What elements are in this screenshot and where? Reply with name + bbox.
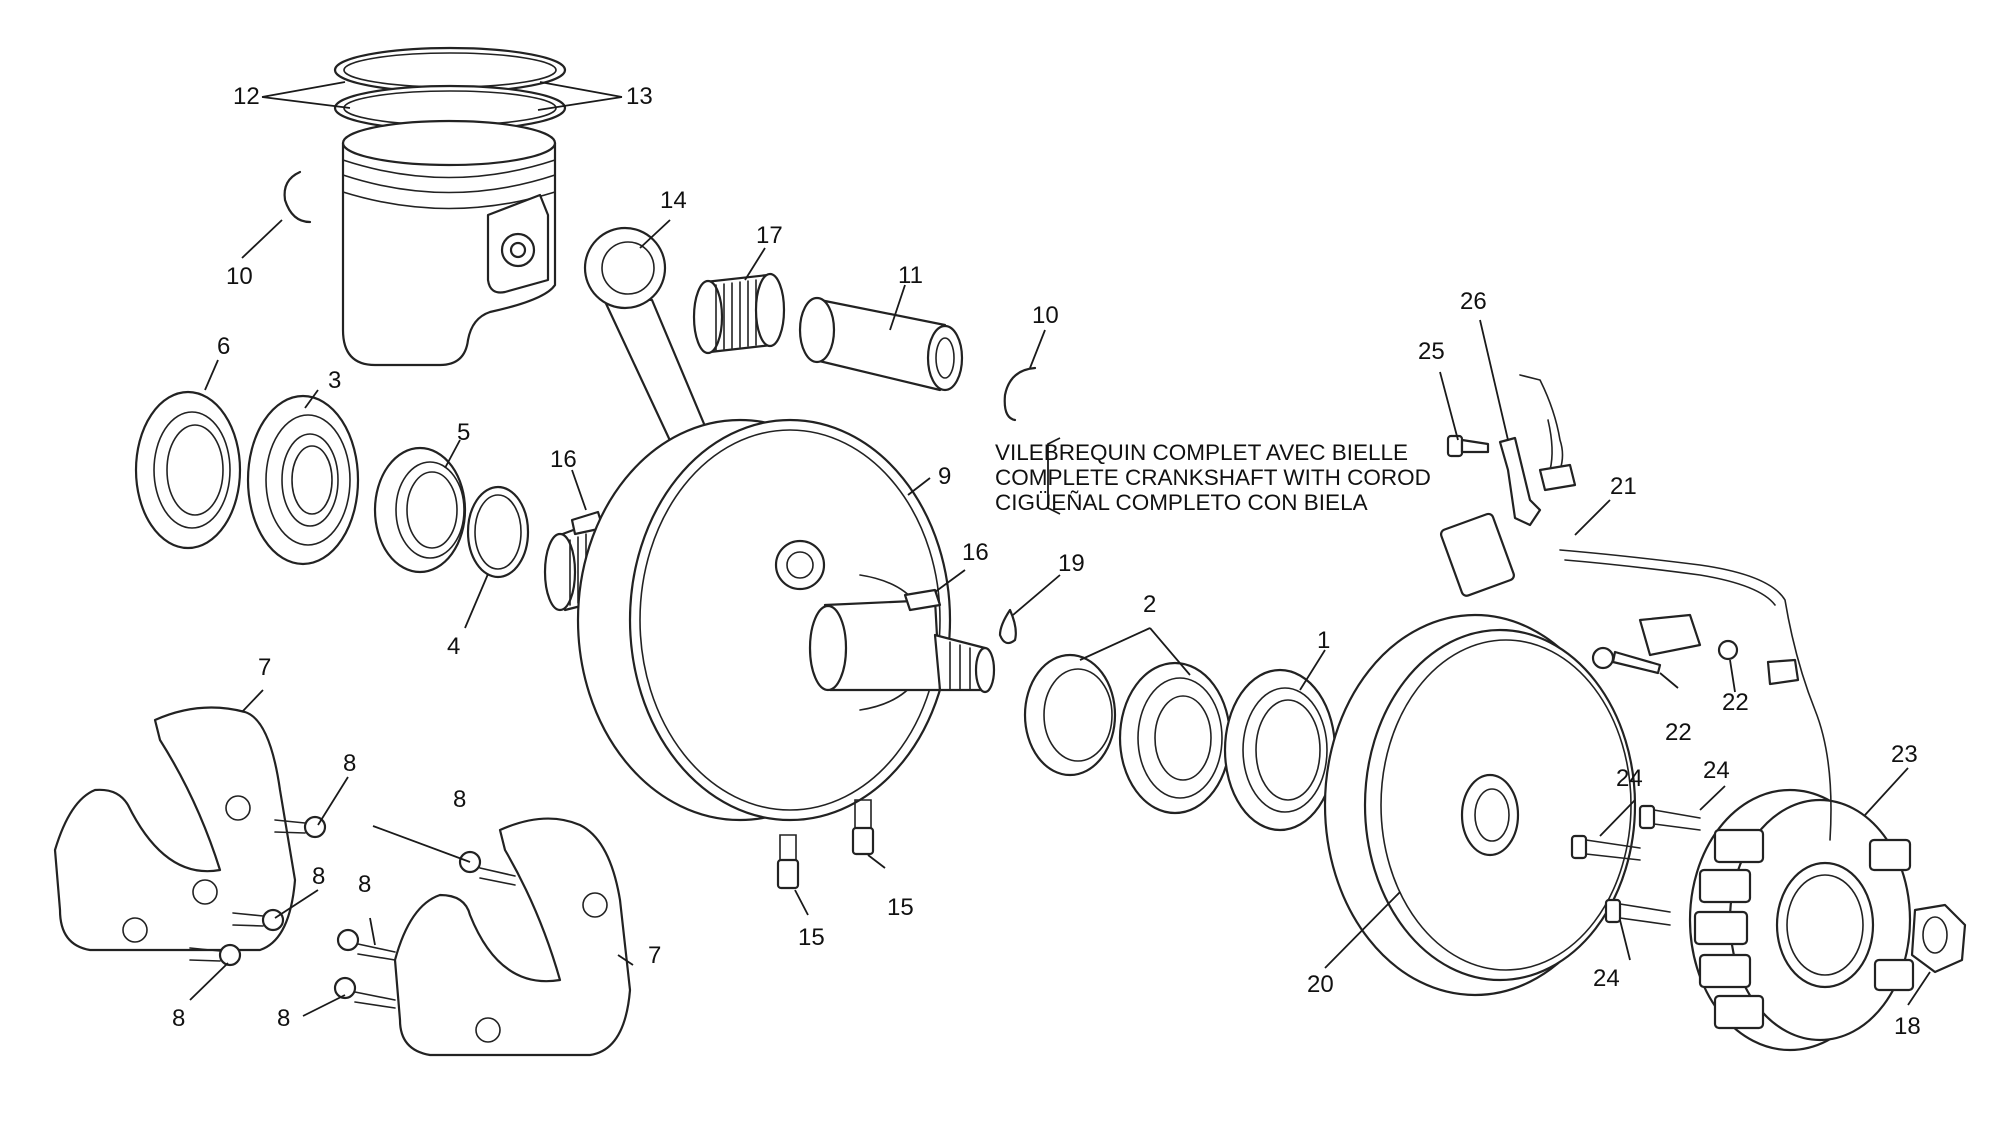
callout-12: 12 xyxy=(233,83,260,110)
callout-8-b: 8 xyxy=(312,863,325,890)
callout-16-left: 16 xyxy=(550,446,577,473)
rotor-flywheel-20 xyxy=(1323,613,1637,997)
screws-22 xyxy=(1591,639,1739,675)
callout-18: 18 xyxy=(1894,1013,1921,1040)
callout-numbers: 12 13 10 6 3 5 4 7 8 8 8 8 8 8 7 16 14 1… xyxy=(172,83,1921,1040)
callout-5: 5 xyxy=(457,419,470,446)
callout-24-c: 24 xyxy=(1593,965,1620,992)
nut-18 xyxy=(1910,903,1967,974)
bolts-24 xyxy=(1570,804,1701,926)
callout-24-a: 24 xyxy=(1616,765,1643,792)
callout-25: 25 xyxy=(1418,338,1445,365)
callout-8-c: 8 xyxy=(172,1005,185,1032)
callout-22-b: 22 xyxy=(1722,689,1749,716)
seal-1 xyxy=(1223,668,1337,832)
callout-15-b: 15 xyxy=(887,894,914,921)
needle-bearing-17 xyxy=(692,272,786,355)
counterweight-right xyxy=(393,817,632,1057)
seal-6 xyxy=(134,390,242,550)
screw-25 xyxy=(1446,434,1490,458)
callout-4: 4 xyxy=(447,633,460,660)
bolts-8 xyxy=(189,815,516,1009)
note-line-en: COMPLETE CRANKSHAFT WITH COROD xyxy=(995,465,1431,490)
callout-7-right: 7 xyxy=(648,942,661,969)
callout-15-a: 15 xyxy=(798,924,825,951)
callout-19: 19 xyxy=(1058,550,1085,577)
callout-22-a: 22 xyxy=(1665,719,1692,746)
callout-3: 3 xyxy=(328,367,341,394)
callout-7-left: 7 xyxy=(258,654,271,681)
callout-8-e: 8 xyxy=(358,871,371,898)
wiring-harness-21 xyxy=(1439,374,1832,841)
callout-8-a: 8 xyxy=(343,750,356,777)
piston-rings xyxy=(333,46,567,132)
callout-26: 26 xyxy=(1460,288,1487,315)
callout-10-right: 10 xyxy=(1032,302,1059,329)
callout-13: 13 xyxy=(626,83,653,110)
callout-16-right: 16 xyxy=(962,539,989,566)
bearing-race-5 xyxy=(373,446,467,574)
callout-2: 2 xyxy=(1143,591,1156,618)
leader-lines xyxy=(189,81,1931,1017)
piston-pin-11 xyxy=(798,296,964,392)
crankshaft-assembly xyxy=(543,226,996,822)
screws-15 xyxy=(776,799,875,890)
circlip-left xyxy=(283,170,312,224)
callout-23: 23 xyxy=(1891,741,1918,768)
callout-6: 6 xyxy=(217,333,230,360)
bracket-26 xyxy=(1498,436,1542,527)
note-line-fr: VILEBREQUIN COMPLET AVEC BIELLE xyxy=(995,440,1408,465)
callout-14: 14 xyxy=(660,187,687,214)
callout-11: 11 xyxy=(898,262,923,289)
callout-24-b: 24 xyxy=(1703,757,1730,784)
crankshaft-note: VILEBREQUIN COMPLET AVEC BIELLE COMPLETE… xyxy=(995,440,1431,515)
callout-8-f: 8 xyxy=(277,1005,290,1032)
callout-17: 17 xyxy=(756,222,783,249)
callout-9: 9 xyxy=(938,463,951,490)
circlip-right xyxy=(1003,366,1037,422)
callout-8-d: 8 xyxy=(453,786,466,813)
callout-20: 20 xyxy=(1307,971,1334,998)
counterweight-left xyxy=(53,706,297,952)
callout-10-left: 10 xyxy=(226,263,253,290)
callout-1: 1 xyxy=(1317,627,1330,654)
stator-23 xyxy=(1688,788,1915,1052)
bearing-3 xyxy=(246,394,360,566)
oil-drop-19 xyxy=(998,608,1017,645)
bearing-2 xyxy=(1023,653,1232,815)
note-line-es: CIGÜEÑAL COMPLETO CON BIELA xyxy=(995,490,1368,515)
shim-4 xyxy=(466,485,530,579)
piston xyxy=(341,119,557,367)
callout-21: 21 xyxy=(1610,473,1637,500)
